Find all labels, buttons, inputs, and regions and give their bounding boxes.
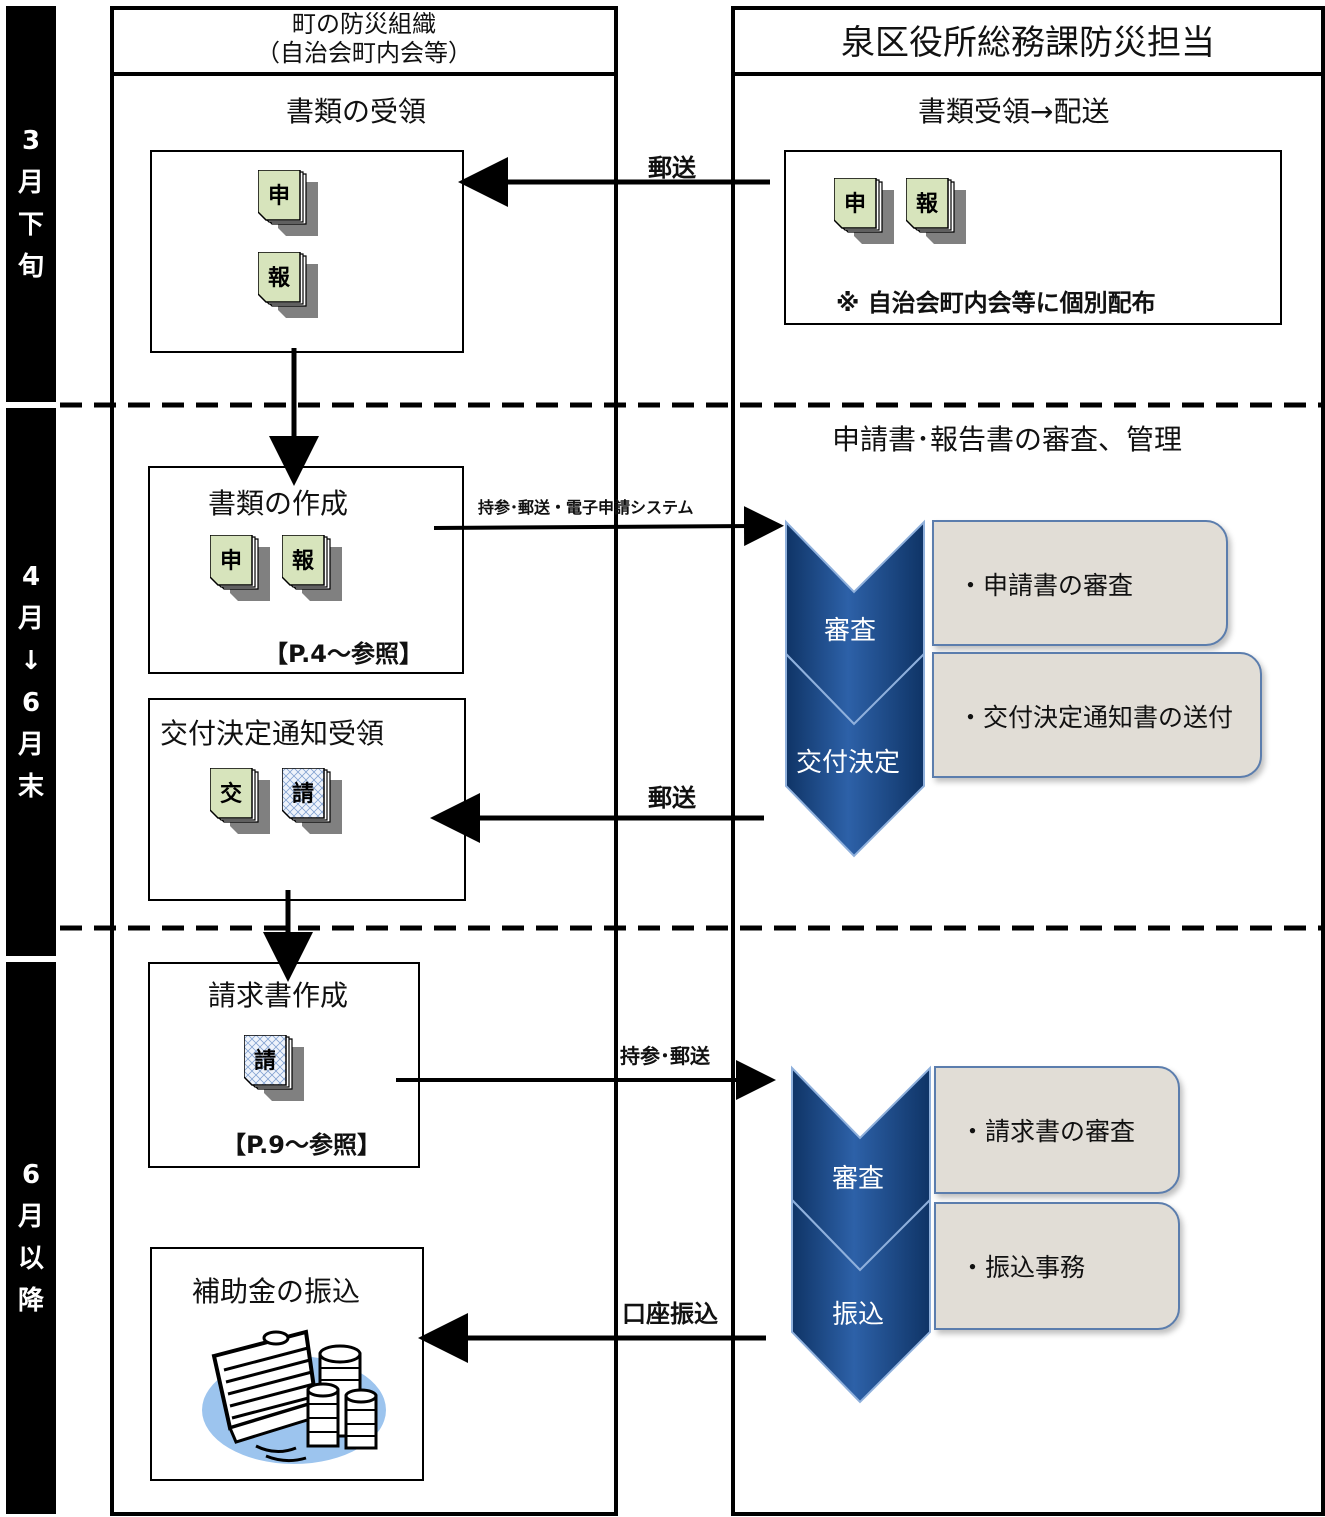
chevron-transfer: 振込 <box>832 1300 885 1330</box>
right-header-title: 泉区役所総務課防災担当 <box>841 22 1215 63</box>
money-icon <box>202 1329 386 1464</box>
report-glyph: 報 <box>916 191 939 217</box>
create-documents-title: 書類の作成 <box>208 487 349 520</box>
notice-glyph: 交 <box>220 781 242 807</box>
step-panel-invoice-review: ・請求書の審査 <box>934 1066 1180 1194</box>
application-doc-icon: 申 <box>210 535 270 601</box>
period-march: 3 月 下 旬 <box>6 6 56 402</box>
report-doc-icon: 報 <box>906 178 966 244</box>
application-glyph: 申 <box>844 192 866 217</box>
report-glyph: 報 <box>268 265 291 291</box>
application-glyph: 申 <box>220 549 242 574</box>
left-header-line1: 町の防災組織 <box>292 10 436 38</box>
step-panel-application-review: ・申請書の審査 <box>932 520 1228 646</box>
review-chevrons-2 <box>791 1065 931 1404</box>
step-panel-notice-send: ・交付決定通知書の送付 <box>932 652 1262 778</box>
notice-receipt-title: 交付決定通知受領 <box>160 717 385 750</box>
right-column <box>731 6 1325 1516</box>
invoice-create-title: 請求書作成 <box>208 979 349 1012</box>
left-header-line2: （自治会町内会等） <box>256 39 472 67</box>
notice-doc-icon: 交 <box>210 768 270 834</box>
submit-methods-label: 持参･郵送・電子申請システム <box>478 498 694 517</box>
application-glyph: 申 <box>268 184 290 209</box>
invoice-doc-icon: 請 <box>244 1035 304 1101</box>
application-review-text: ・申請書の審査 <box>958 571 1134 600</box>
chevron-review-2: 審査 <box>832 1164 885 1194</box>
mail-arrow-label-2: 郵送 <box>648 784 696 812</box>
review-chevrons-1 <box>785 519 925 858</box>
invoice-glyph: 請 <box>254 1048 276 1074</box>
left-column-header: 町の防災組織 （自治会町内会等） <box>110 6 618 76</box>
receive-documents-heading: 書類の受領 <box>286 95 427 128</box>
step-panel-transfer-work: ・振込事務 <box>934 1202 1180 1330</box>
invoice-review-text: ・請求書の審査 <box>960 1117 1136 1146</box>
create-documents-ref: 【P.4～参照】 <box>264 640 423 668</box>
bank-transfer-label: 口座振込 <box>622 1300 718 1328</box>
chevron-review-1: 審査 <box>824 616 877 646</box>
period-june-after: 6 月 以 降 <box>6 962 56 1514</box>
chevron-grant-decision: 交付決定 <box>796 748 901 778</box>
invoice-submit-label: 持参･郵送 <box>620 1044 710 1068</box>
report-glyph: 報 <box>292 548 315 574</box>
transfer-work-text: ・振込事務 <box>960 1253 1086 1282</box>
application-doc-icon: 申 <box>834 178 894 244</box>
notice-send-text: ・交付決定通知書の送付 <box>958 703 1234 732</box>
payment-title: 補助金の振込 <box>192 1275 361 1308</box>
invoice-glyph: 請 <box>292 781 314 807</box>
distribution-note: ※ 自治会町内会等に個別配布 <box>836 289 1156 317</box>
invoice-doc-icon: 請 <box>282 768 342 834</box>
right-column-header: 泉区役所総務課防災担当 <box>731 6 1325 76</box>
invoice-create-ref: 【P.9～参照】 <box>222 1131 381 1159</box>
mail-arrow-label-1: 郵送 <box>648 154 696 182</box>
receive-deliver-heading: 書類受領→配送 <box>918 95 1110 128</box>
period-april-june: 4 月 ↓ 6 月 末 <box>6 408 56 956</box>
report-doc-icon: 報 <box>258 252 318 318</box>
review-manage-heading: 申請書･報告書の審査、管理 <box>832 423 1183 456</box>
left-column <box>110 6 618 1516</box>
report-doc-icon: 報 <box>282 535 342 601</box>
application-doc-icon: 申 <box>258 170 318 236</box>
